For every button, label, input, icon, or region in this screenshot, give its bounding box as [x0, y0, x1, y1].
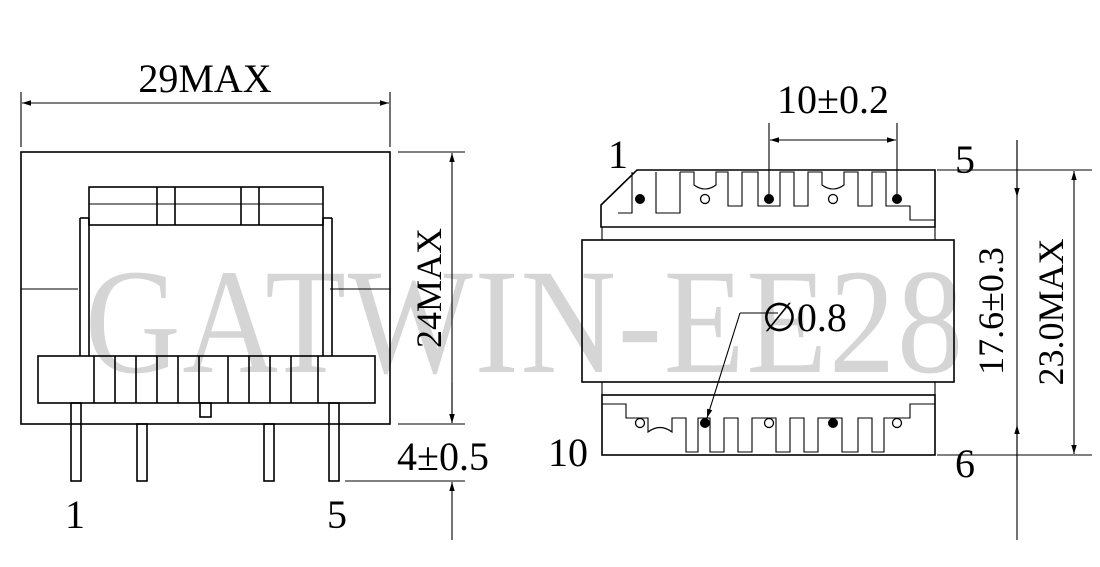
bobbin-top-flange: [88, 186, 324, 226]
pin-holes: [634, 193, 903, 429]
pin-label-1: 1: [608, 132, 628, 177]
bottom-view: 10±0.2 ∅0.8 17.6±0.3 23.0MAX 1 5 10 6: [548, 77, 1092, 540]
bottom-pin-row: [601, 394, 936, 456]
top-pin-row: [600, 169, 936, 228]
base-slots: [93, 356, 319, 403]
overall-dim-label: 23.0MAX: [1031, 238, 1071, 385]
pin-label-1: 1: [65, 492, 85, 537]
hole-dim-label: ∅0.8: [762, 295, 847, 340]
height-dim-label: 24MAX: [409, 228, 449, 348]
hole-leader: [706, 312, 741, 419]
pin-length-dim-label: 4±0.5: [397, 434, 489, 479]
pin-label-5: 5: [955, 137, 975, 182]
top-row-detail: [618, 172, 681, 214]
core-body: [581, 239, 955, 383]
base-tab: [199, 402, 212, 418]
width-dim-label: 29MAX: [138, 56, 271, 101]
side-pins: [70, 402, 340, 482]
pitch-dim-label: 10±0.2: [777, 77, 889, 122]
side-view: 29MAX 24MAX 4±0.5 1 5: [20, 56, 489, 540]
top-row-slots: [680, 171, 935, 221]
pin-label-6: 6: [955, 441, 975, 486]
row-spacing-dim-label: 17.6±0.3: [971, 247, 1011, 375]
watermark-text: GATWIN-EE28: [85, 239, 965, 405]
side-outline: [20, 151, 391, 425]
pin-label-10: 10: [548, 430, 588, 475]
bottom-row-slots: [602, 403, 935, 453]
pin-label-5: 5: [327, 492, 347, 537]
